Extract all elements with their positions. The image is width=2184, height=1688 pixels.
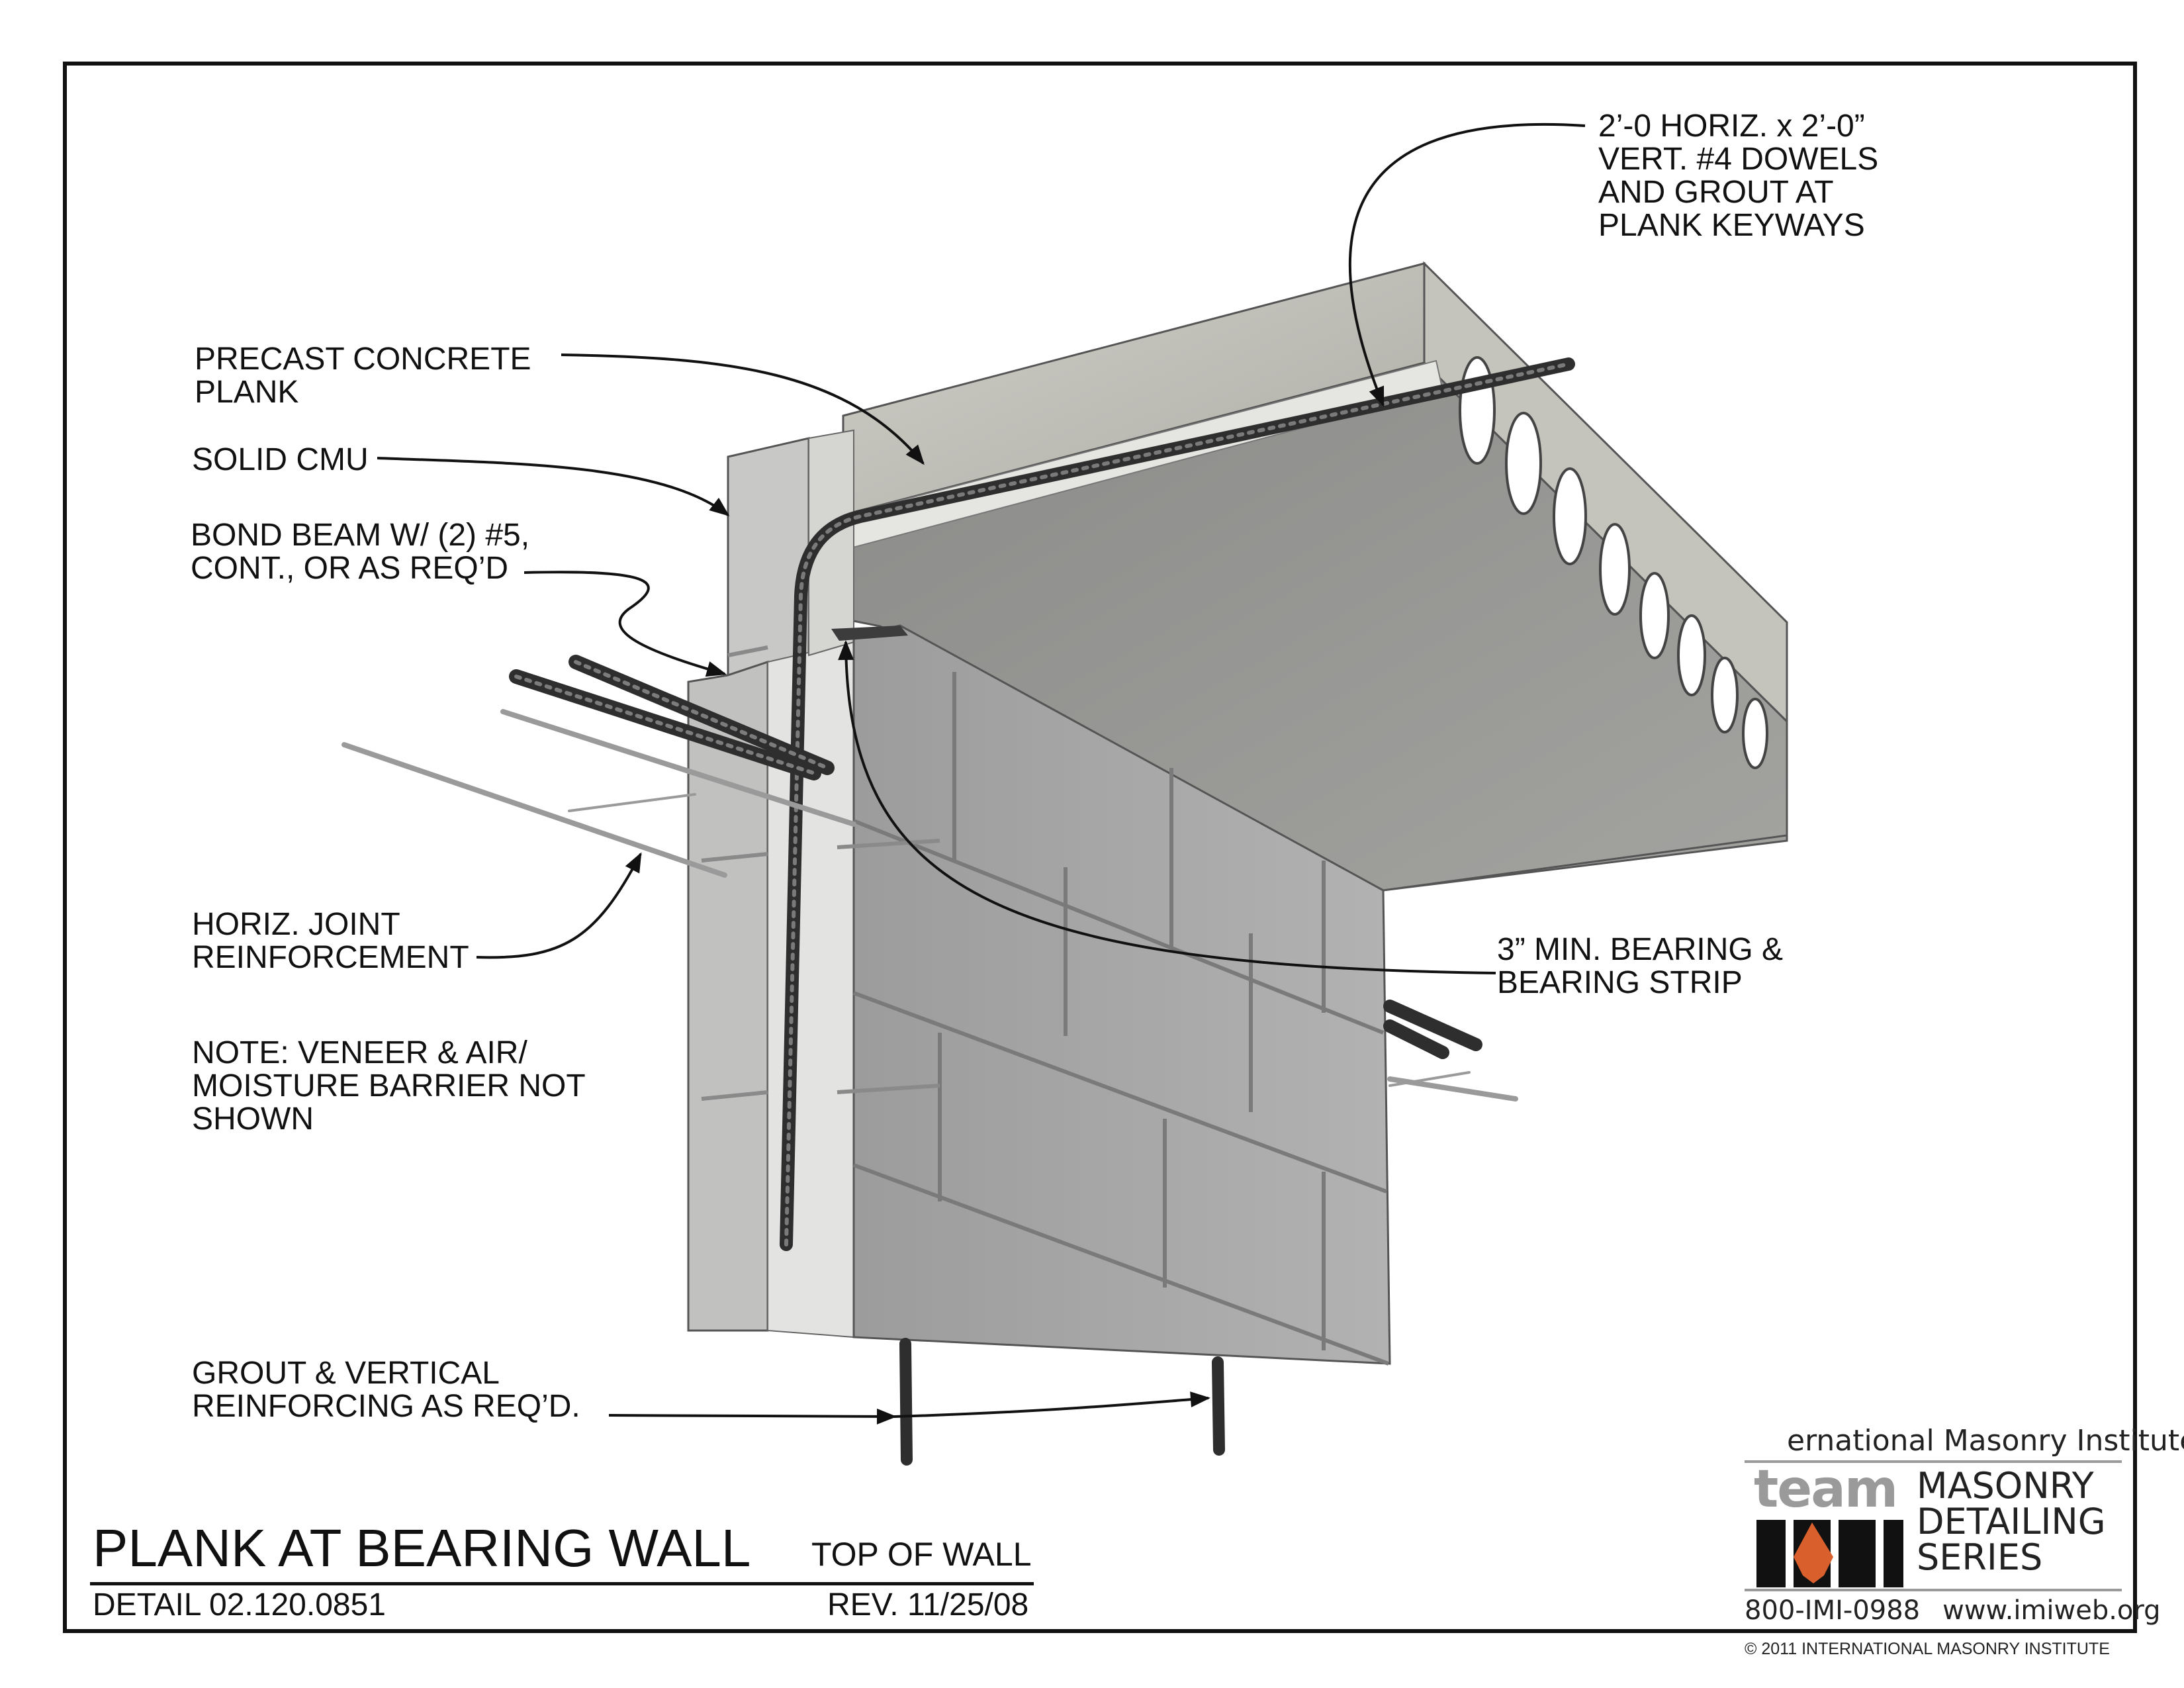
label-bearing-strip: 3” MIN. BEARING & BEARING STRIP	[1497, 932, 1784, 1000]
drawing-subtitle: TOP OF WALL	[811, 1536, 1032, 1573]
logo-series-name: MASONRY DETAILING SERIES	[1917, 1465, 2106, 1578]
joint-reinforcement-wire	[341, 709, 1518, 1102]
grout-reinforcing-bars	[899, 1338, 1225, 1466]
sheet-border	[63, 62, 2137, 1633]
cmu-bearing-wall	[687, 429, 1391, 1366]
vertical-rebar-dowel	[780, 357, 1575, 1251]
copyright-notice: © 2011 INTERNATIONAL MASONRY INSTITUTE	[1745, 1640, 2110, 1658]
logo-rule-bottom	[1745, 1589, 2122, 1591]
label-bond-beam: BOND BEAM W/ (2) #5, CONT., OR AS REQ’D	[191, 518, 530, 586]
drawing-title: PLANK AT BEARING WALL	[93, 1519, 751, 1577]
logo-rule-top	[1745, 1460, 2122, 1463]
phone-number: 800-IMI-0988	[1745, 1595, 1921, 1626]
logo-contact: 800-IMI-0988 www.imiweb.org	[1745, 1595, 2183, 1626]
label-note: NOTE: VENEER & AIR/ MOISTURE BARRIER NOT…	[192, 1035, 586, 1137]
label-dowels: 2’-0 HORIZ. x 2’-0” VERT. #4 DOWELS AND …	[1598, 109, 1879, 243]
label-precast-plank: PRECAST CONCRETE PLANK	[195, 342, 531, 410]
title-underline	[90, 1582, 1034, 1585]
plank-hollow-cores	[1459, 356, 1768, 769]
precast-concrete-plank	[813, 261, 1788, 892]
cmu-block-joints	[852, 672, 1390, 1366]
website-link[interactable]: www.imiweb.org	[1942, 1595, 2161, 1626]
label-grout-reinforcing: GROUT & VERTICAL REINFORCING AS REQ’D.	[192, 1356, 580, 1424]
label-joint-reinforcement: HORIZ. JOINT REINFORCEMENT	[192, 907, 469, 975]
logo-team-word: team	[1754, 1460, 1898, 1519]
detail-number: DETAIL 02.120.0851	[93, 1587, 386, 1622]
leader-lines	[377, 122, 1586, 1425]
imi-logo-mark	[1756, 1520, 1903, 1587]
bond-beam-rebar	[509, 655, 1482, 1059]
logo-org-name: ernational Masonry Institute	[1787, 1424, 2184, 1458]
trowel-icon	[1794, 1523, 1833, 1583]
revision-date: REV. 11/25/08	[827, 1587, 1029, 1622]
label-solid-cmu: SOLID CMU	[192, 442, 369, 477]
